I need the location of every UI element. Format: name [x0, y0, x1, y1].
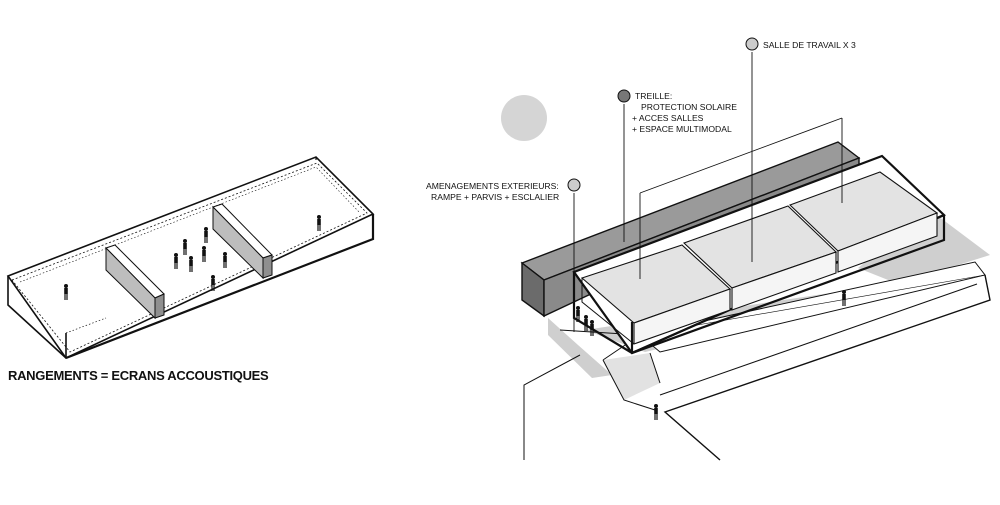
salle-marker-icon — [745, 37, 759, 51]
work-rooms-volume — [572, 154, 946, 355]
acoustic-screen — [105, 244, 165, 320]
treille-label-line1: TREILLE: — [635, 91, 672, 101]
acoustic-screen — [212, 203, 273, 280]
amenagements-marker-icon — [567, 178, 581, 192]
treille-label-line3: + ACCES SALLES — [632, 113, 704, 123]
work-room — [682, 205, 838, 311]
amenagements-label-line1: AMENAGEMENTS EXTERIEURS: — [426, 181, 559, 191]
sun-icon — [501, 95, 547, 141]
people-figures-left — [64, 215, 321, 300]
treille-marker-icon — [617, 89, 631, 103]
treille-label-line2: PROTECTION SOLAIRE — [641, 102, 737, 112]
salle-label: SALLE DE TRAVAIL X 3 — [763, 40, 856, 50]
left-diagram-caption: RANGEMENTS = ECRANS ACCOUSTIQUES — [8, 368, 269, 383]
treille-label-line4: + ESPACE MULTIMODAL — [632, 124, 732, 134]
work-room — [580, 244, 732, 345]
people-figures-right — [576, 290, 846, 420]
amenagements-label-line2: RAMPE + PARVIS + ESCLALIER — [431, 192, 559, 202]
leader-lines — [573, 52, 843, 332]
work-room — [788, 171, 939, 273]
